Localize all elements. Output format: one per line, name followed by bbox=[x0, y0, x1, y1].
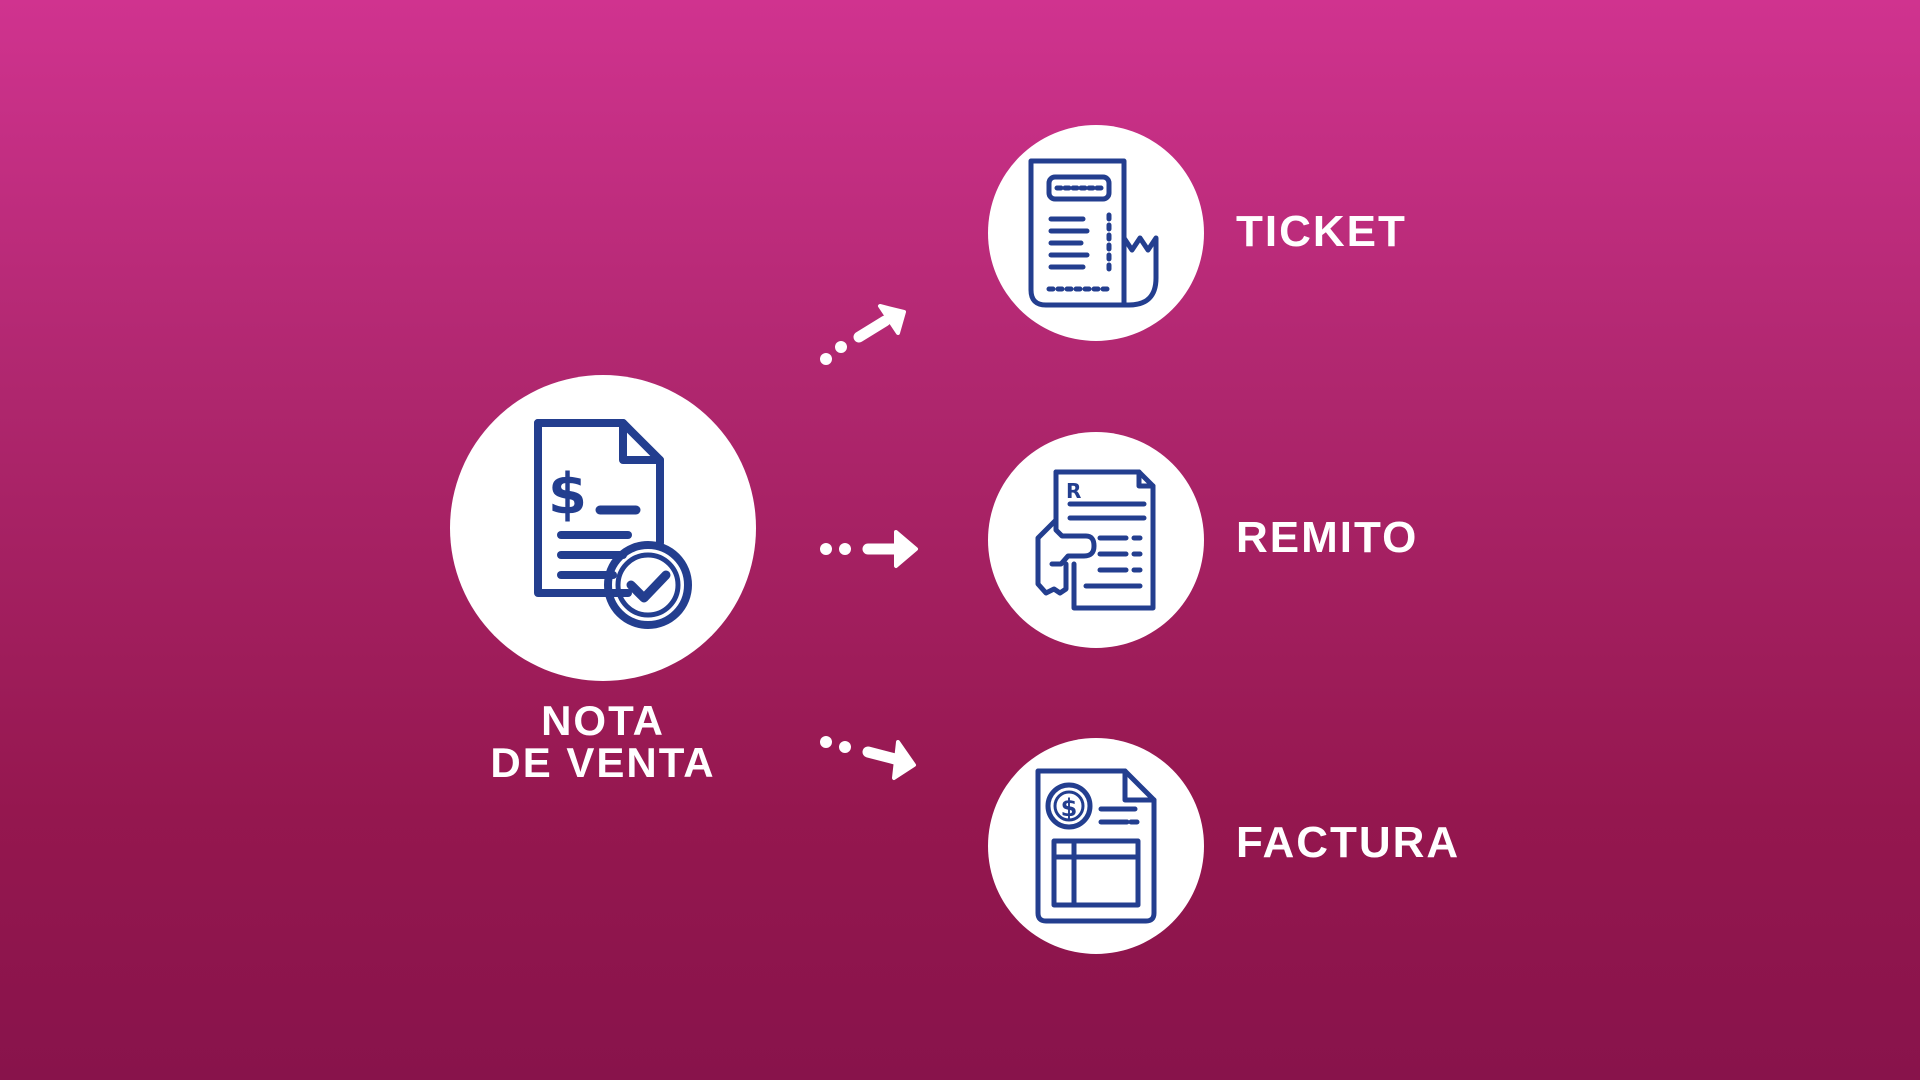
arrow-ticket-dot-1 bbox=[820, 353, 832, 365]
remito-node: R bbox=[988, 432, 1204, 648]
remito-label: REMITO bbox=[1236, 513, 1419, 562]
svg-text:$: $ bbox=[1061, 794, 1078, 822]
invoice-check-icon: $ bbox=[534, 419, 692, 629]
receipt-icon bbox=[1028, 158, 1159, 308]
arrow-ticket-icon bbox=[853, 315, 891, 343]
arrow-ticket-dot-2 bbox=[835, 341, 847, 353]
svg-text:R: R bbox=[1066, 479, 1081, 503]
arrow-remito-dot-2 bbox=[839, 543, 851, 555]
nota-de-venta-label-line1: NOTA bbox=[541, 697, 665, 744]
arrow-remito-dot-1 bbox=[820, 543, 832, 555]
invoice-icon: $ bbox=[1035, 768, 1157, 924]
nota-de-venta-label-line2: DE VENTA bbox=[490, 739, 716, 786]
delivery-note-icon: R bbox=[1035, 469, 1156, 611]
factura-label: FACTURA bbox=[1236, 818, 1461, 867]
arrow-factura-dot-1 bbox=[820, 736, 832, 748]
factura-node: $ bbox=[988, 738, 1204, 954]
ticket-label: TICKET bbox=[1236, 207, 1407, 256]
svg-text:$: $ bbox=[548, 462, 587, 527]
arrow-factura-icon bbox=[862, 746, 901, 765]
ticket-node bbox=[988, 125, 1204, 341]
nota-de-venta-label: NOTA DE VENTA bbox=[440, 700, 766, 784]
nota-de-venta-node: $ bbox=[450, 375, 756, 681]
arrow-factura-dot-2 bbox=[839, 741, 851, 753]
